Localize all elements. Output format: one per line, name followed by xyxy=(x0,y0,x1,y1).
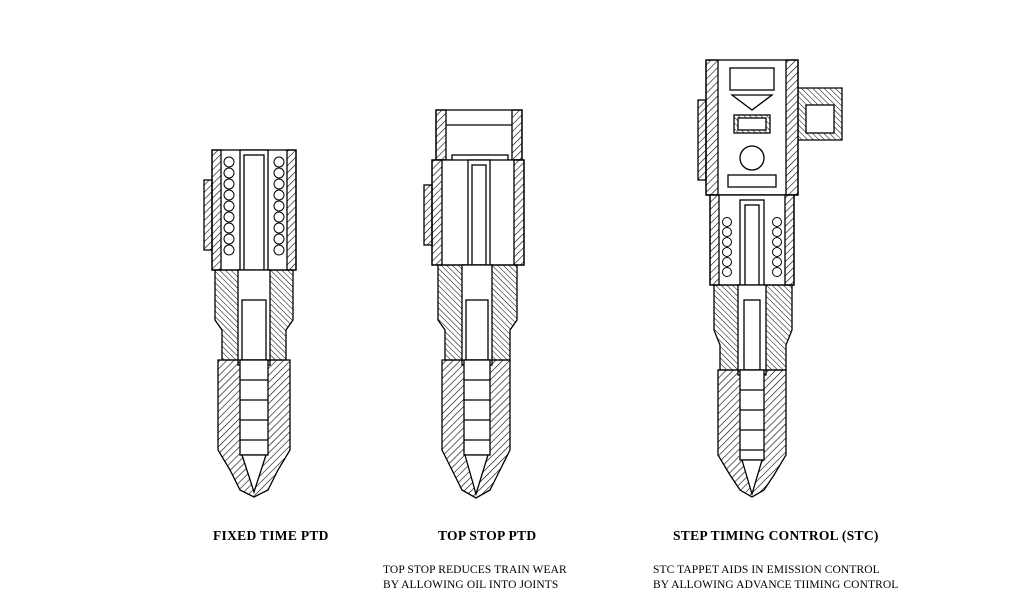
spring-coils xyxy=(223,156,285,256)
fixed-time-ptd-drawing xyxy=(203,149,297,498)
top-stop-ptd-drawing xyxy=(423,109,525,499)
description-line: BY ALLOWING ADVANCE TIIMING CONTROL xyxy=(653,579,899,591)
description-line: BY ALLOWING OIL INTO JOINTS xyxy=(383,579,559,591)
caption-top-stop-ptd: TOP STOP PTD xyxy=(438,528,537,543)
stc-spring-coils xyxy=(722,217,782,277)
description-top-stop-ptd: TOP STOP REDUCES TRAIN WEAR BY ALLOWING … xyxy=(383,563,567,593)
caption-fixed-time-ptd: FIXED TIME PTD xyxy=(213,528,329,543)
description-line: TOP STOP REDUCES TRAIN WEAR xyxy=(383,564,567,576)
stc-drawing xyxy=(697,59,843,498)
description-stc: STC TAPPET AIDS IN EMISSION CONTROL BY A… xyxy=(653,563,898,593)
caption-stc: STEP TIMING CONTROL (STC) xyxy=(673,528,879,543)
description-line: STC TAPPET AIDS IN EMISSION CONTROL xyxy=(653,564,880,576)
